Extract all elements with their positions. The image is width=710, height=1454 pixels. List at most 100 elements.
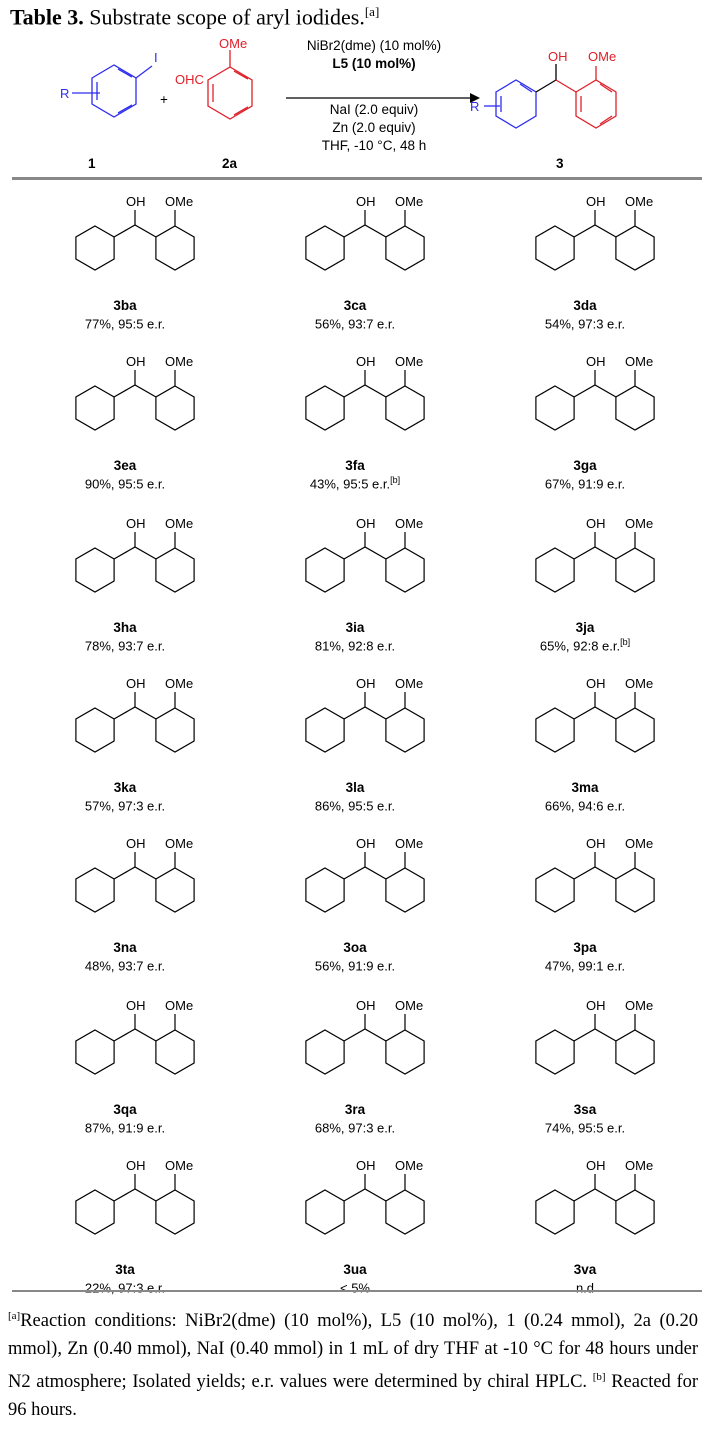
methoxyphenyl-ring xyxy=(155,1189,195,1235)
ome-label: OMe xyxy=(165,354,193,369)
aryl-ring xyxy=(535,867,575,913)
table-label: Table 3. xyxy=(10,4,84,30)
methoxyphenyl-ring xyxy=(385,225,425,271)
compound-result: 54%, 97:3 e.r. xyxy=(470,315,700,331)
yield-er: 47%, 99:1 e.r. xyxy=(544,958,626,974)
compound-result: n.d xyxy=(470,1279,700,1295)
carbinol-bonds xyxy=(113,210,176,238)
carbinol-bonds xyxy=(573,1014,636,1042)
aryl-ring xyxy=(535,1029,575,1075)
compound-result: 86%, 95:5 e.r. xyxy=(240,797,470,813)
oh-label: OH xyxy=(126,194,146,209)
aryl-ring xyxy=(75,707,115,753)
ome-label: OMe xyxy=(625,516,653,531)
carbinol-bonds xyxy=(113,1174,176,1202)
svg-text:OMe: OMe xyxy=(588,49,616,64)
carbinol-bonds xyxy=(573,852,636,880)
oh-label: OH xyxy=(126,836,146,851)
methoxyphenyl-ring xyxy=(155,1029,195,1075)
aryl-ring xyxy=(75,867,115,913)
ome-label: OMe xyxy=(165,836,193,851)
compound-id: 3fa xyxy=(345,458,365,473)
compound-id: 3ta xyxy=(115,1262,135,1277)
caption-footnote-marker: [a] xyxy=(364,4,380,19)
svg-text:OMe: OMe xyxy=(219,36,247,51)
carbinol-bonds xyxy=(573,370,636,398)
aryl-ring xyxy=(305,707,345,753)
structure-3na: OH OMe xyxy=(75,836,195,913)
svg-text:OHC: OHC xyxy=(175,72,204,87)
compound-result: 87%, 91:9 e.r. xyxy=(10,1119,240,1135)
compound-result: 48%, 93:7 e.r. xyxy=(10,957,240,973)
carbinol-bonds xyxy=(343,532,406,560)
aryl-ring xyxy=(305,547,345,593)
carbinol-bonds xyxy=(573,210,636,238)
yield-er: 68%, 97:3 e.r. xyxy=(314,1120,396,1136)
aryl-iodide-structure xyxy=(72,64,153,118)
oh-label: OH xyxy=(586,998,606,1013)
oh-label: OH xyxy=(586,194,606,209)
compound-id: 3ka xyxy=(113,780,137,795)
compound-result: 68%, 97:3 e.r. xyxy=(240,1119,470,1135)
methoxyphenyl-ring xyxy=(615,1029,655,1075)
aryl-ring xyxy=(305,1189,345,1235)
yield-er: 54%, 97:3 e.r. xyxy=(544,316,626,332)
compound-id: 3ca xyxy=(343,298,367,313)
methoxyphenyl-ring xyxy=(155,547,195,593)
compound-result: < 5% xyxy=(240,1279,470,1295)
compound-result: 81%, 92:8 e.r. xyxy=(240,637,470,653)
carbinol-bonds xyxy=(343,370,406,398)
compound-id: 3ea xyxy=(113,458,137,473)
oh-label: OH xyxy=(586,836,606,851)
condition-solvent: THF, -10 °C, 48 h xyxy=(321,138,427,153)
condition-ligand: L5 (10 mol%) xyxy=(332,56,416,71)
methoxyphenyl-ring xyxy=(385,385,425,431)
ome-label: OMe xyxy=(395,1158,423,1173)
methoxyphenyl-ring xyxy=(615,385,655,431)
oh-label: OH xyxy=(356,676,376,691)
yield-er: 57%, 97:3 e.r. xyxy=(84,798,166,814)
oh-label: OH xyxy=(586,354,606,369)
result-footnote-marker: [b] xyxy=(390,475,401,485)
methoxyphenyl-ring xyxy=(385,1189,425,1235)
compound-result: 77%, 95:5 e.r. xyxy=(10,315,240,331)
carbinol-bonds xyxy=(113,692,176,720)
top-rule xyxy=(12,177,702,180)
compound-result: 66%, 94:6 e.r. xyxy=(470,797,700,813)
oh-label: OH xyxy=(126,998,146,1013)
ome-label: OMe xyxy=(625,194,653,209)
table-caption: Table 3. Substrate scope of aryl iodides… xyxy=(10,4,379,30)
compound-id: 3ia xyxy=(345,620,365,635)
aryl-ring xyxy=(75,225,115,271)
carbinol-bonds xyxy=(343,852,406,880)
reaction-scheme-drawing: I R OMe OHC O xyxy=(60,36,617,129)
methoxyphenyl-ring xyxy=(155,707,195,753)
compound-result: 67%, 91:9 e.r. xyxy=(470,475,700,491)
r-group-label: R xyxy=(60,86,69,101)
methoxyphenyl-ring xyxy=(385,547,425,593)
yield-er: 78%, 93:7 e.r. xyxy=(84,638,166,654)
oh-label: OH xyxy=(356,998,376,1013)
methoxyphenyl-ring xyxy=(615,1189,655,1235)
ome-label: OMe xyxy=(625,676,653,691)
yield-er: 81%, 92:8 e.r. xyxy=(314,638,396,654)
iodide-label: I xyxy=(154,50,158,65)
oh-label: OH xyxy=(126,1158,146,1173)
